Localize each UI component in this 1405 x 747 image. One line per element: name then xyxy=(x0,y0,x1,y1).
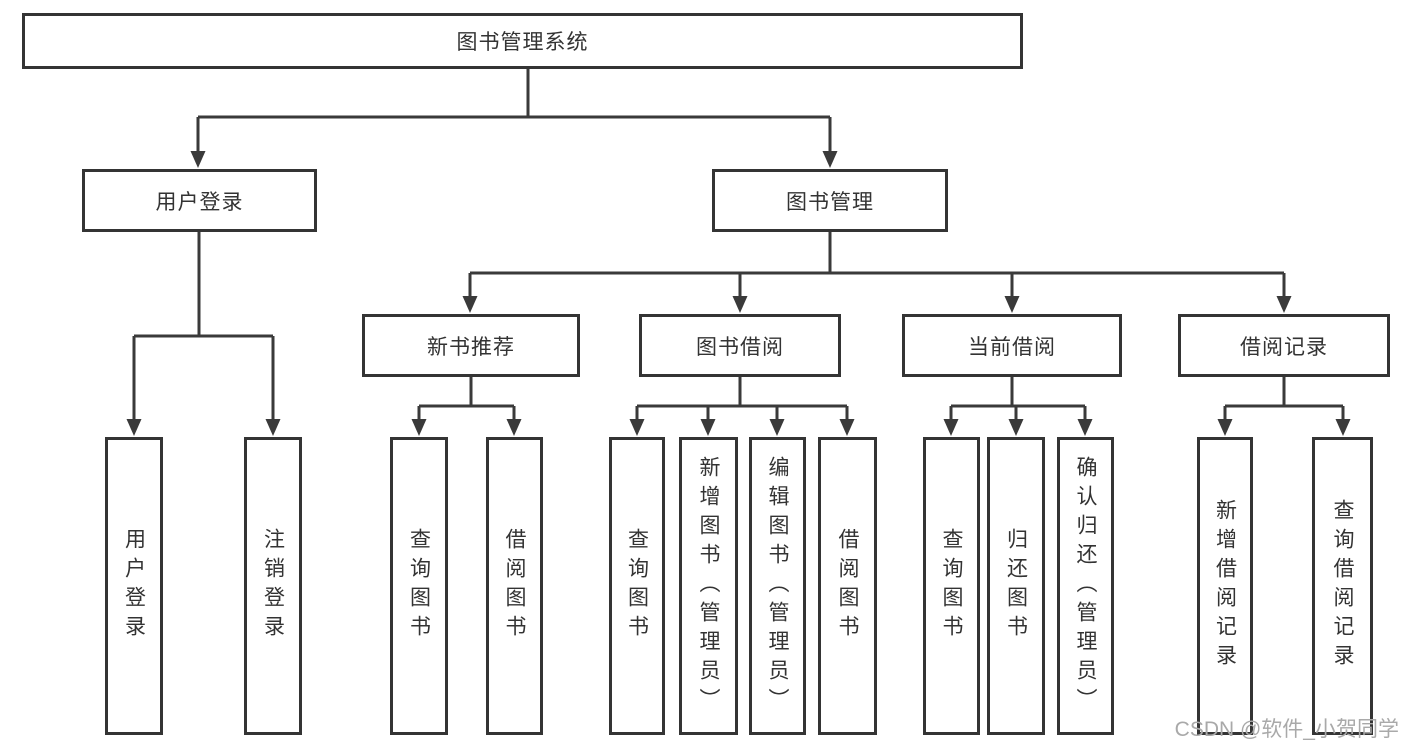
leaf-borrow-query-books: 查询图书 xyxy=(609,437,665,735)
leaf-recommend-borrow-books-label: 借阅图书 xyxy=(503,528,526,644)
node-user-login: 用户登录 xyxy=(82,169,317,232)
leaf-current-return-books-label: 归还图书 xyxy=(1004,528,1028,644)
leaf-current-return-books: 归还图书 xyxy=(987,437,1045,735)
node-user-login-label: 用户登录 xyxy=(155,190,244,214)
leaf-current-query-books-label: 查询图书 xyxy=(940,528,963,644)
node-book-management-label: 图书管理 xyxy=(786,190,874,214)
leaf-borrow-edit-books-admin: 编辑图书（管理员） xyxy=(749,437,806,735)
node-book-borrowing-label: 图书借阅 xyxy=(696,335,784,359)
leaf-records-query-record-label: 查询借阅记录 xyxy=(1331,499,1354,673)
leaf-recommend-borrow-books: 借阅图书 xyxy=(486,437,543,735)
leaf-records-add-record-label: 新增借阅记录 xyxy=(1213,499,1237,673)
leaf-borrow-add-books-admin-label: 新增图书（管理员） xyxy=(697,455,720,717)
node-new-book-recommend-label: 新书推荐 xyxy=(427,335,515,359)
leaf-borrow-borrow-books-label: 借阅图书 xyxy=(836,528,859,644)
leaf-recommend-query-books-label: 查询图书 xyxy=(407,528,431,644)
node-book-management: 图书管理 xyxy=(712,169,948,232)
leaf-borrow-borrow-books: 借阅图书 xyxy=(818,437,877,735)
leaf-user-login: 用户登录 xyxy=(105,437,163,735)
leaf-borrow-add-books-admin: 新增图书（管理员） xyxy=(679,437,738,735)
node-current-borrowing-label: 当前借阅 xyxy=(968,335,1056,359)
leaf-borrow-query-books-label: 查询图书 xyxy=(625,528,649,644)
node-root-label: 图书管理系统 xyxy=(456,31,589,54)
leaf-user-login-label: 用户登录 xyxy=(122,528,146,644)
leaf-current-confirm-return-admin: 确认归还（管理员） xyxy=(1057,437,1114,735)
leaf-borrow-edit-books-admin-label: 编辑图书（管理员） xyxy=(766,455,789,717)
leaf-recommend-query-books: 查询图书 xyxy=(390,437,448,735)
leaf-current-confirm-return-admin-label: 确认归还（管理员） xyxy=(1074,455,1097,717)
node-borrowing-records: 借阅记录 xyxy=(1178,314,1390,377)
leaf-logout-label: 注销登录 xyxy=(261,528,285,644)
leaf-logout: 注销登录 xyxy=(244,437,302,735)
node-current-borrowing: 当前借阅 xyxy=(902,314,1122,377)
node-new-book-recommend: 新书推荐 xyxy=(362,314,580,377)
node-borrowing-records-label: 借阅记录 xyxy=(1240,335,1328,359)
leaf-records-query-record: 查询借阅记录 xyxy=(1312,437,1373,735)
leaf-records-add-record: 新增借阅记录 xyxy=(1197,437,1253,735)
csdn-watermark: CSDN @软件_小贺同学 xyxy=(1174,718,1399,741)
leaf-current-query-books: 查询图书 xyxy=(923,437,980,735)
node-book-borrowing: 图书借阅 xyxy=(639,314,841,377)
node-root: 图书管理系统 xyxy=(22,13,1023,69)
